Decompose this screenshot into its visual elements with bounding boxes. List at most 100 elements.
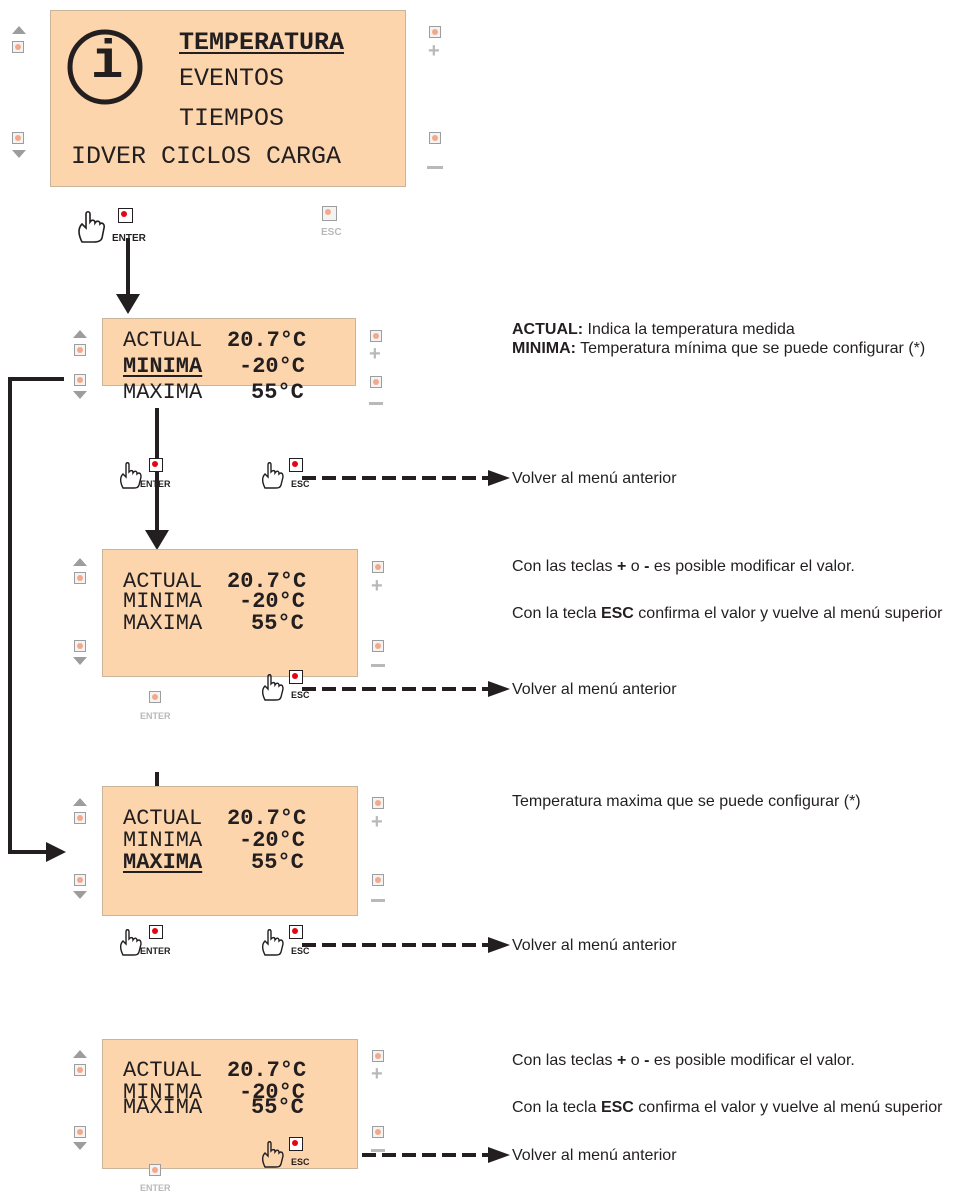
down-arrow-icon bbox=[73, 657, 87, 665]
note-keys-post: es posible modificar el valor. bbox=[649, 1052, 855, 1069]
up-key[interactable] bbox=[74, 572, 86, 584]
up-key[interactable] bbox=[12, 41, 24, 53]
hand-pointer-icon bbox=[262, 929, 284, 956]
minus-key[interactable] bbox=[372, 874, 384, 886]
up-arrow-icon bbox=[73, 330, 87, 338]
hand-pointer-icon bbox=[78, 210, 105, 243]
minus-key[interactable] bbox=[372, 640, 384, 652]
plus-key[interactable] bbox=[372, 797, 384, 809]
minus-key[interactable] bbox=[370, 376, 382, 388]
plus-icon: + bbox=[428, 40, 440, 62]
note-minima-term: MINIMA: bbox=[512, 340, 576, 357]
menu-item-tiempos[interactable]: TIEMPOS bbox=[179, 104, 285, 133]
enter-key-label: ENTER bbox=[140, 711, 171, 721]
minima-label[interactable]: MINIMA bbox=[123, 354, 203, 379]
note-modify-value-minima: Con las teclas + o - es posible modifica… bbox=[512, 557, 978, 576]
plus-key[interactable] bbox=[372, 1050, 384, 1062]
menu-item-temperatura[interactable]: TEMPERATURA bbox=[179, 28, 345, 57]
plus-key[interactable] bbox=[370, 330, 382, 342]
note-esc-confirm-maxima: Con la tecla ESC confirma el valor y vue… bbox=[512, 1098, 978, 1117]
maxima-label[interactable]: MAXIMA bbox=[123, 850, 203, 875]
maxima-label[interactable]: MAXIMA bbox=[123, 380, 203, 405]
note-actual-desc: Indica la temperatura medida bbox=[583, 321, 795, 338]
minus-icon bbox=[427, 166, 443, 169]
esc-key-label: ESC bbox=[291, 1157, 310, 1167]
note-keys-minus: - bbox=[644, 558, 650, 575]
menu-bottom-row[interactable]: IDVER CICLOS CARGA bbox=[71, 142, 342, 171]
note-esc-post: confirma el valor y vuelve al menú super… bbox=[633, 1099, 943, 1116]
actual-label: ACTUAL bbox=[123, 328, 203, 353]
minima-value-editing[interactable]: -20°C bbox=[239, 589, 306, 614]
esc-key-label: ESC bbox=[291, 946, 310, 956]
up-arrow-icon bbox=[73, 558, 87, 566]
minus-key[interactable] bbox=[429, 132, 441, 144]
enter-key[interactable] bbox=[149, 691, 161, 703]
down-key[interactable] bbox=[12, 132, 24, 144]
plus-key[interactable] bbox=[429, 26, 441, 38]
minima-value: -20°C bbox=[239, 354, 306, 379]
up-key[interactable] bbox=[74, 812, 86, 824]
note-keys-post: es posible modificar el valor. bbox=[649, 558, 855, 575]
maxima-label: MAXIMA bbox=[123, 1095, 203, 1120]
note-keys-pre: Con las teclas bbox=[512, 558, 617, 575]
hand-pointer-icon bbox=[262, 1141, 284, 1168]
plus-icon: + bbox=[369, 343, 381, 365]
hand-pointer-icon bbox=[262, 674, 284, 701]
maxima-value-editing[interactable]: 55°C bbox=[251, 1095, 304, 1120]
down-key[interactable] bbox=[74, 640, 86, 652]
minima-label[interactable]: MINIMA bbox=[123, 828, 203, 853]
note-esc-pre: Con la tecla bbox=[512, 605, 601, 622]
menu-item-eventos[interactable]: EVENTOS bbox=[179, 64, 285, 93]
note-keys-mid: o bbox=[626, 558, 645, 575]
actual-value: 20.7°C bbox=[227, 1058, 307, 1083]
actual-value: 20.7°C bbox=[227, 806, 307, 831]
note-modify-value-maxima: Con las teclas + o - es posible modifica… bbox=[512, 1051, 978, 1070]
esc-key[interactable] bbox=[289, 1137, 303, 1151]
esc-key[interactable] bbox=[322, 206, 337, 221]
up-arrow-icon bbox=[73, 1050, 87, 1058]
up-key[interactable] bbox=[74, 344, 86, 356]
esc-key[interactable] bbox=[289, 925, 303, 939]
esc-key[interactable] bbox=[289, 458, 303, 472]
minus-icon bbox=[369, 402, 383, 405]
actual-value: 20.7°C bbox=[227, 328, 307, 353]
minima-label: MINIMA bbox=[123, 1080, 203, 1105]
enter-key-label: ENTER bbox=[140, 946, 171, 956]
up-key[interactable] bbox=[74, 1064, 86, 1076]
down-key[interactable] bbox=[74, 1126, 86, 1138]
minima-value: -20°C bbox=[239, 1080, 306, 1105]
note-esc-post: confirma el valor y vuelve al menú super… bbox=[633, 605, 943, 622]
enter-key[interactable] bbox=[118, 208, 133, 223]
esc-key[interactable] bbox=[289, 670, 303, 684]
temp-screen-minima-editing: ACTUAL 20.7°C MINIMA -20°C MAXIMA 55°C bbox=[102, 549, 358, 677]
minus-icon bbox=[371, 899, 385, 902]
plus-icon: + bbox=[371, 575, 383, 597]
info-icon-glyph: i bbox=[91, 33, 124, 94]
down-key[interactable] bbox=[74, 374, 86, 386]
note-actual-minima: ACTUAL: Indica la temperatura medida MIN… bbox=[512, 320, 978, 358]
note-esc-pre: Con la tecla bbox=[512, 1099, 601, 1116]
connector-maxima bbox=[8, 377, 64, 854]
down-arrow-icon bbox=[73, 1142, 87, 1150]
back-to-previous-menu-1: Volver al menú anterior bbox=[512, 470, 677, 487]
back-to-previous-menu-2: Volver al menú anterior bbox=[512, 681, 677, 698]
up-arrow-icon bbox=[12, 26, 26, 34]
note-maxima: Temperatura maxima que se puede configur… bbox=[512, 793, 861, 810]
enter-key[interactable] bbox=[149, 458, 163, 472]
minus-key[interactable] bbox=[372, 1126, 384, 1138]
info-icon bbox=[67, 29, 143, 105]
enter-key-label: ENTER bbox=[140, 479, 171, 489]
maxima-value: 55°C bbox=[251, 611, 304, 636]
enter-key[interactable] bbox=[149, 1164, 161, 1176]
hand-pointer-icon bbox=[120, 929, 142, 956]
plus-key[interactable] bbox=[372, 561, 384, 573]
minima-value: -20°C bbox=[239, 828, 306, 853]
enter-key[interactable] bbox=[149, 925, 163, 939]
note-keys-minus: - bbox=[644, 1052, 650, 1069]
down-arrow-icon bbox=[12, 150, 26, 158]
down-key[interactable] bbox=[74, 874, 86, 886]
note-esc-key: ESC bbox=[600, 1099, 634, 1116]
note-actual-term: ACTUAL: bbox=[512, 321, 584, 338]
note-esc-confirm-minima: Con la tecla ESC confirma el valor y vue… bbox=[512, 604, 978, 623]
note-keys-plus: + bbox=[616, 558, 627, 575]
